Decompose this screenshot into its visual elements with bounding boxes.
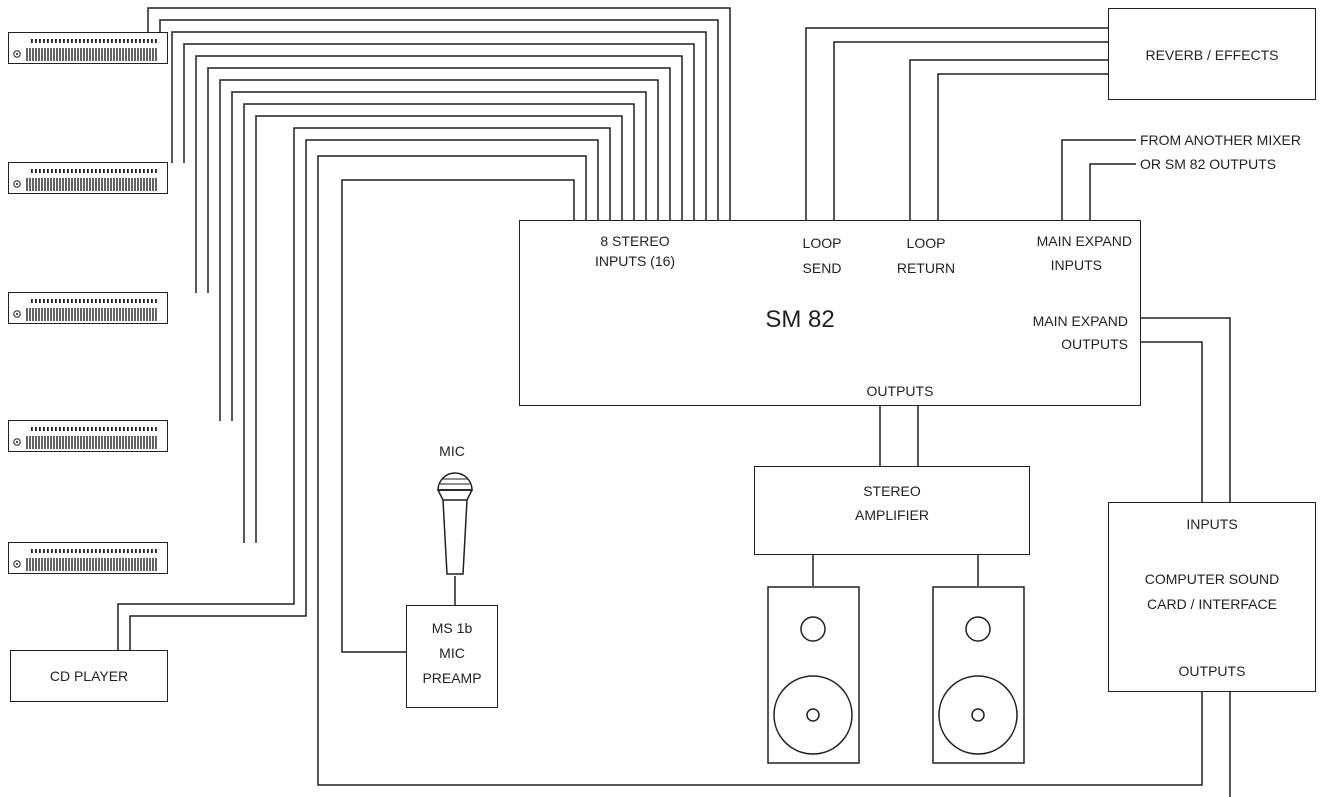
main-expand-output-cable	[1141, 341, 1203, 502]
input-cable	[231, 91, 647, 421]
rack-unit-panel-icon	[13, 299, 157, 321]
cd-player-label: CD PLAYER	[49, 668, 129, 684]
mic-preamp-box: MS 1b MIC PREAMP	[406, 605, 498, 708]
computer-inputs-label: INPUTS	[1186, 516, 1238, 532]
speaker-right-icon	[932, 586, 1025, 764]
rack-unit-1	[8, 32, 168, 64]
stereo-inputs-label-2: INPUTS (16)	[594, 253, 676, 269]
computer-outputs-label: OUTPUTS	[1178, 663, 1246, 679]
mic-preamp-label-2: MIC	[439, 645, 465, 661]
reverb-effects-label: REVERB / EFFECTS	[1145, 47, 1279, 63]
main-expand-inputs-label-1: MAIN EXPAND	[1036, 233, 1132, 249]
loop-send-label-2: SEND	[802, 260, 842, 276]
stereo-inputs-label-1: 8 STEREO	[600, 233, 670, 249]
stereo-amplifier-box: STEREO AMPLIFIER	[754, 466, 1030, 555]
input-cable	[243, 103, 635, 543]
input-cable	[255, 115, 623, 543]
input-cable	[183, 43, 695, 220]
rack-unit-4	[8, 420, 168, 452]
main-expand-outputs-label-1: MAIN EXPAND	[1032, 313, 1128, 329]
main-expand-input-cable	[1089, 163, 1136, 220]
cd-player-box: CD PLAYER	[10, 650, 168, 702]
loop-send-cable	[833, 41, 1108, 220]
mic-label: MIC	[439, 443, 465, 459]
input-cable	[207, 67, 671, 293]
input-cable	[195, 55, 683, 293]
input-cable	[219, 79, 659, 421]
sm82-outputs-label: OUTPUTS	[866, 383, 934, 399]
loop-return-label-2: RETURN	[896, 260, 956, 276]
stereo-amplifier-label-2: AMPLIFIER	[855, 507, 929, 523]
loop-return-cable	[937, 73, 1108, 220]
computer-output-cable	[317, 155, 1203, 786]
input-cable	[147, 7, 731, 220]
rack-unit-5	[8, 542, 168, 574]
input-cable	[171, 31, 707, 220]
mic-preamp-cable	[341, 179, 575, 653]
rack-unit-panel-icon	[13, 169, 157, 191]
input-cable	[159, 19, 719, 220]
rack-unit-2	[8, 162, 168, 194]
computer-sound-card-box: INPUTS COMPUTER SOUND CARD / INTERFACE O…	[1108, 502, 1316, 692]
main-expand-outputs-label-2: OUTPUTS	[1061, 336, 1128, 352]
microphone-icon	[436, 472, 474, 575]
rack-unit-3	[8, 292, 168, 324]
loop-return-label-1: LOOP	[906, 235, 946, 251]
main-expand-input-cable	[1061, 139, 1136, 220]
from-another-mixer-label-2: OR SM 82 OUTPUTS	[1140, 156, 1277, 172]
loop-return-cable	[909, 59, 1108, 220]
computer-name-label-1: COMPUTER SOUND	[1144, 571, 1280, 587]
main-expand-inputs-label-2: INPUTS	[1050, 257, 1102, 273]
rack-unit-panel-icon	[13, 427, 157, 449]
computer-name-label-2: CARD / INTERFACE	[1147, 596, 1277, 612]
main-expand-output-cable	[1141, 317, 1231, 502]
from-another-mixer-label-1: FROM ANOTHER MIXER	[1140, 132, 1302, 148]
rack-unit-panel-icon	[13, 39, 157, 61]
rack-unit-panel-icon	[13, 549, 157, 571]
sm82-box: 8 STEREO INPUTS (16) LOOP SEND LOOP RETU…	[519, 220, 1141, 406]
cd-player-cable	[129, 139, 599, 650]
stereo-amplifier-label-1: STEREO	[863, 483, 921, 499]
cd-player-cable	[117, 127, 611, 650]
loop-send-cable	[805, 27, 1108, 220]
reverb-effects-box: REVERB / EFFECTS	[1108, 8, 1316, 100]
sm82-title: SM 82	[765, 306, 835, 333]
loop-send-label-1: LOOP	[802, 235, 842, 251]
speaker-left-icon	[767, 586, 860, 764]
mic-preamp-label-1: MS 1b	[431, 620, 473, 636]
mic-preamp-label-3: PREAMP	[422, 670, 482, 686]
